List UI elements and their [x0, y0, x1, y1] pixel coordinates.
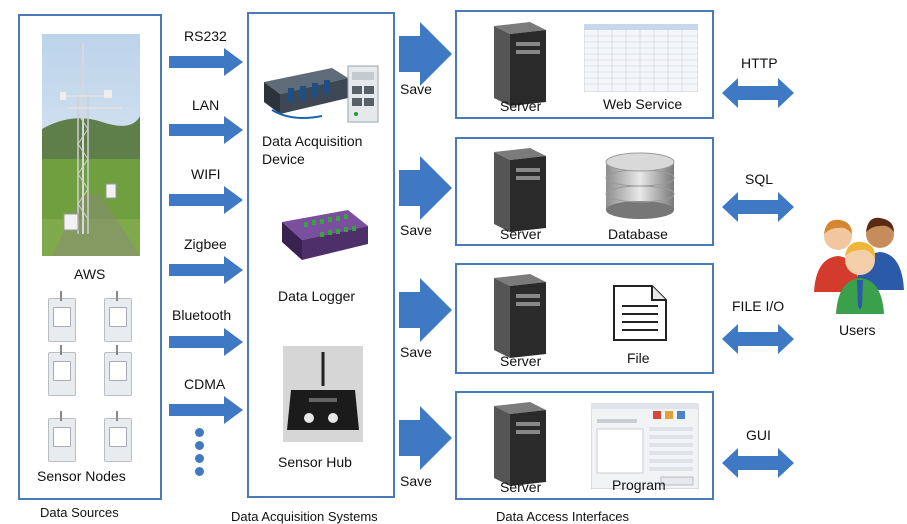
database-icon [605, 152, 675, 219]
protocol-arrow-wifi [169, 186, 243, 214]
protocol-label-bluetooth: Bluetooth [172, 307, 232, 323]
aws-label: AWS [74, 266, 106, 282]
protocol-arrow-rs232 [169, 48, 243, 76]
double-arrow-fileio [722, 324, 794, 354]
web-service-label: Web Service [603, 96, 683, 112]
save-label-1: Save [400, 81, 432, 97]
server-label: Server [500, 353, 542, 369]
web-service-image [584, 24, 698, 92]
protocol-label-lan: LAN [192, 97, 220, 113]
save-label-3: Save [400, 344, 432, 360]
protocol-label-rs232: RS232 [184, 28, 227, 44]
server-label: Server [500, 98, 542, 114]
double-arrow-sql [722, 192, 794, 222]
server-label: Server [500, 479, 542, 495]
double-arrow-gui [722, 448, 794, 478]
caption-data-access: Data Access Interfaces [496, 509, 629, 524]
data-logger-label: Data Logger [278, 288, 356, 304]
save-arrow-3 [399, 278, 452, 342]
protocol-label-zigbee: Zigbee [184, 236, 227, 252]
sensor-node [48, 291, 76, 342]
file-label: File [627, 350, 650, 366]
save-arrow-1 [399, 22, 452, 86]
aws-station-image [42, 34, 140, 256]
server-icon [494, 274, 546, 358]
protocol-label-sql: SQL [745, 171, 774, 187]
protocol-label-cdma: CDMA [184, 376, 226, 392]
server-icon [494, 402, 546, 486]
file-icon [613, 285, 667, 341]
save-label-4: Save [400, 473, 432, 489]
server-icon [494, 148, 546, 232]
protocol-arrow-lan [169, 116, 243, 144]
program-label: Program [612, 477, 666, 493]
server-label: Server [500, 226, 542, 242]
sensor-hub-label: Sensor Hub [278, 454, 352, 470]
program-image [591, 403, 699, 489]
ellipsis-dot [195, 467, 204, 476]
protocol-label-gui: GUI [746, 427, 771, 443]
save-arrow-2 [399, 156, 452, 220]
sensor-node [48, 345, 76, 396]
sensor-nodes-label: Sensor Nodes [37, 468, 126, 484]
users-label: Users [839, 322, 876, 338]
caption-data-acquisition: Data Acquisition Systems [231, 509, 378, 524]
server-icon [494, 22, 546, 106]
protocol-label-http: HTTP [741, 55, 778, 71]
daq-device-image [264, 65, 379, 123]
sensor-node [48, 411, 76, 462]
ellipsis-dot [195, 428, 204, 437]
daq-device-label: Data Acquisition Device [262, 133, 363, 167]
data-logger-image [282, 210, 368, 260]
sensor-node [104, 291, 132, 342]
double-arrow-http [722, 78, 794, 108]
users-icon [814, 217, 904, 314]
protocol-arrow-bluetooth [169, 328, 243, 356]
sensor-hub-image [283, 346, 363, 442]
save-arrow-4 [399, 406, 452, 470]
ellipsis-dot [195, 441, 204, 450]
caption-data-sources: Data Sources [40, 505, 119, 520]
database-label: Database [608, 226, 668, 242]
protocol-label-wifi: WIFI [191, 166, 221, 182]
protocol-label-fileio: FILE I/O [732, 298, 785, 314]
sensor-node [104, 345, 132, 396]
protocol-arrow-zigbee [169, 256, 243, 284]
sensor-node [104, 411, 132, 462]
protocol-arrow-cdma [169, 396, 243, 424]
ellipsis-dot [195, 454, 204, 463]
save-label-2: Save [400, 222, 432, 238]
